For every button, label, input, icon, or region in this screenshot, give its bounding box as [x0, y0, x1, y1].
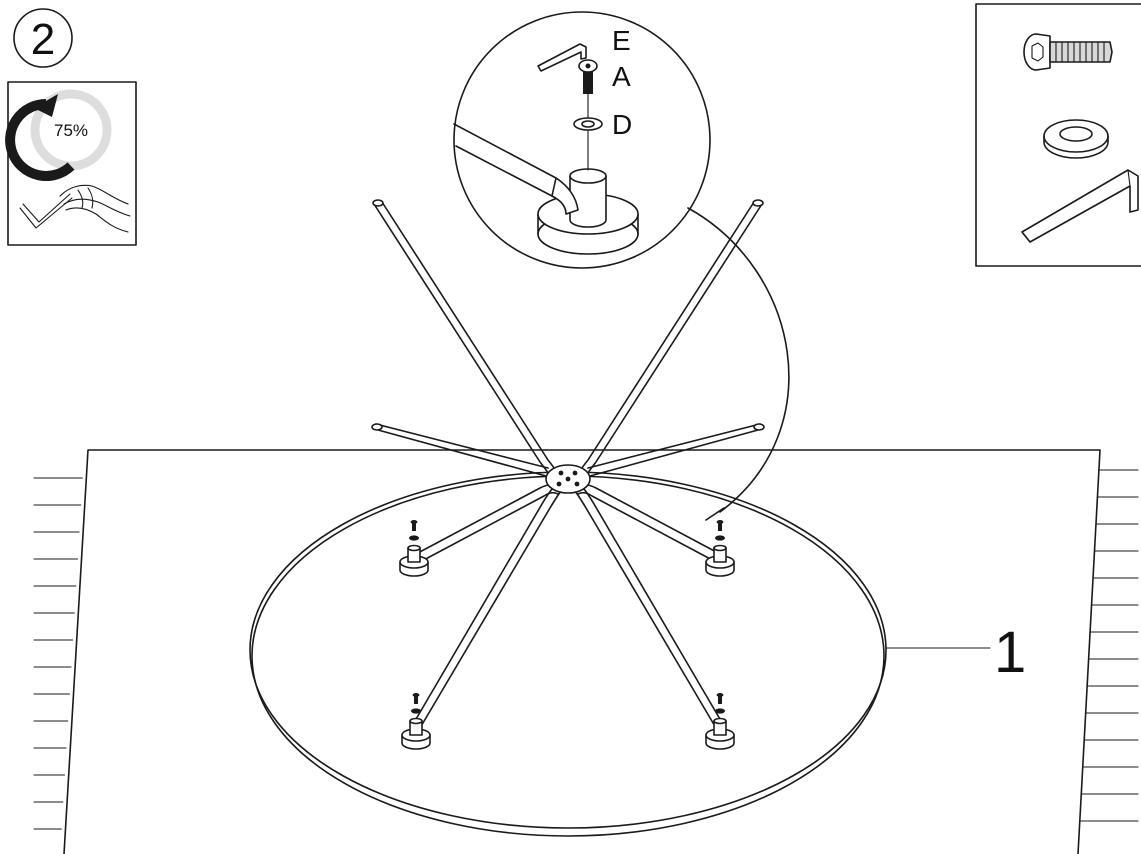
leg-tube-edge — [419, 491, 559, 563]
leg-tube-edge — [375, 423, 549, 469]
washer — [411, 708, 421, 714]
bolt — [718, 695, 722, 704]
torque-ring-arc — [5, 99, 75, 181]
hex-key-icon — [1021, 169, 1139, 243]
leg-tip — [371, 423, 383, 431]
detail-callout: E A D — [453, 11, 790, 521]
callout-label-a: A — [612, 61, 631, 92]
torque-percent: 75% — [54, 121, 88, 140]
foot-pad — [705, 520, 735, 577]
foot-pad — [401, 693, 431, 750]
leg-tube-edge — [377, 429, 547, 477]
callout-hex-key — [537, 43, 587, 72]
step-number: 2 — [31, 15, 55, 64]
floor-hatching-left — [33, 477, 83, 830]
callout-bolt — [578, 59, 598, 94]
foot-pad — [399, 520, 429, 577]
hex-key-hand-icon — [19, 184, 131, 233]
bolt-icon — [1023, 33, 1113, 71]
bolt — [414, 695, 418, 704]
washer — [715, 708, 725, 714]
foot-pad — [705, 693, 735, 750]
callout-leader — [687, 207, 790, 513]
torque-arrow-head — [34, 94, 58, 117]
step-badge: 2 — [13, 8, 73, 68]
bolt — [412, 522, 416, 531]
washer — [409, 535, 419, 541]
leg-tip — [752, 199, 764, 207]
washer-icon — [1043, 119, 1109, 159]
leg-tip — [372, 199, 384, 207]
callout-label-d: D — [612, 109, 632, 140]
leg-tube-edge — [577, 491, 717, 563]
leg-tube-edge — [589, 429, 759, 477]
part-number-label: 1 — [994, 620, 1026, 685]
washer — [715, 535, 725, 541]
floor-hatching-right — [1079, 469, 1139, 822]
hardware-box — [975, 3, 1141, 267]
base-hub — [545, 464, 591, 494]
torque-hint-box: 75% — [5, 81, 137, 246]
callout-label-e: E — [612, 25, 631, 56]
table-top — [249, 471, 887, 837]
leg-tip — [753, 423, 765, 431]
bolt — [718, 522, 722, 531]
leg-tube-edge — [587, 423, 761, 469]
